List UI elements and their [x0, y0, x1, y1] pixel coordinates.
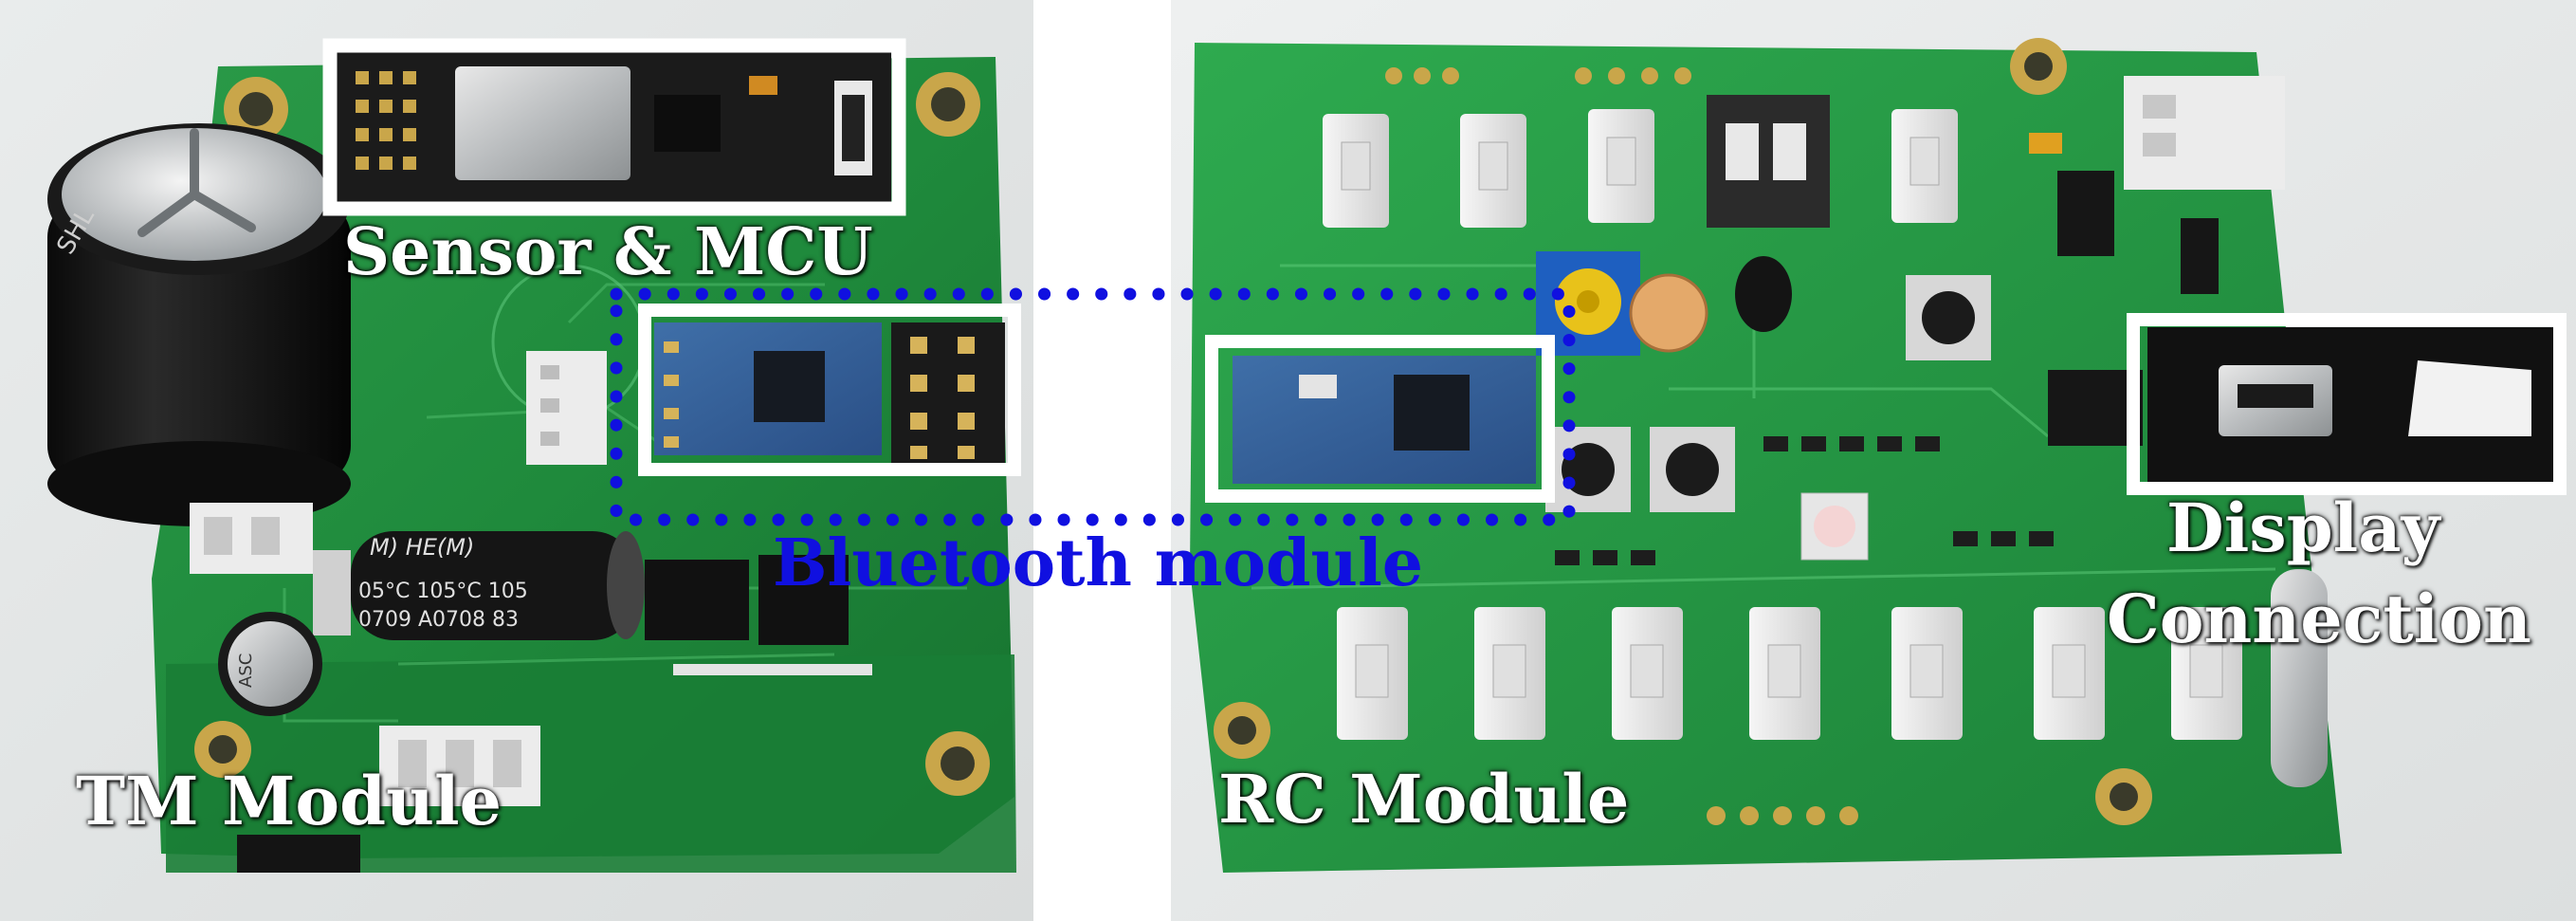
dip-switch	[1707, 95, 1830, 228]
bottom-slide-switches	[1337, 607, 2242, 740]
electrolytic-capacitor-he: M) HE(M) 05°C 105°C 105 0709 A0708 83	[351, 531, 645, 640]
tm-module-board: SHL	[47, 52, 1016, 873]
bluetooth-right-highlight-box	[1205, 335, 1555, 503]
display-connector	[2147, 327, 2560, 484]
tm-connector	[526, 351, 607, 465]
svg-text:M) HE(M): M) HE(M)	[370, 534, 474, 561]
bluetooth-module-label: Bluetooth module	[773, 525, 1424, 601]
svg-text:ASC: ASC	[236, 654, 256, 688]
sensor-mcu-module	[337, 52, 891, 204]
sensor-mcu-highlight-box	[322, 38, 906, 216]
bluetooth-left-highlight-box	[638, 304, 1021, 476]
display-connection-highlight-box	[2127, 313, 2567, 495]
tm-module-label: TM Module	[76, 762, 502, 840]
svg-text:05°C 105°C 105: 05°C 105°C 105	[358, 580, 528, 603]
rc-module-label: RC Module	[1218, 760, 1630, 838]
bluetooth-board-right	[1233, 356, 1536, 484]
vibration-motor	[2271, 569, 2328, 787]
large-capacitor: SHL	[47, 123, 351, 526]
photo-gap	[1033, 0, 1171, 921]
svg-text:0709 A0708 83: 0709 A0708 83	[358, 608, 519, 632]
connection-label: Connection	[2107, 580, 2531, 658]
display-label: Display	[2166, 488, 2440, 567]
rc-module-board	[1190, 38, 2560, 873]
small-capacitor: ASC	[218, 612, 322, 716]
top-slide-switches	[1323, 109, 1958, 228]
rc-top-connector	[2124, 76, 2285, 190]
tactile-buttons	[1545, 275, 1991, 512]
bluetooth-link-dotted-outline	[610, 287, 1576, 526]
sensor-mcu-label: Sensor & MCU	[343, 214, 873, 290]
bluetooth-board-left	[654, 322, 1005, 465]
